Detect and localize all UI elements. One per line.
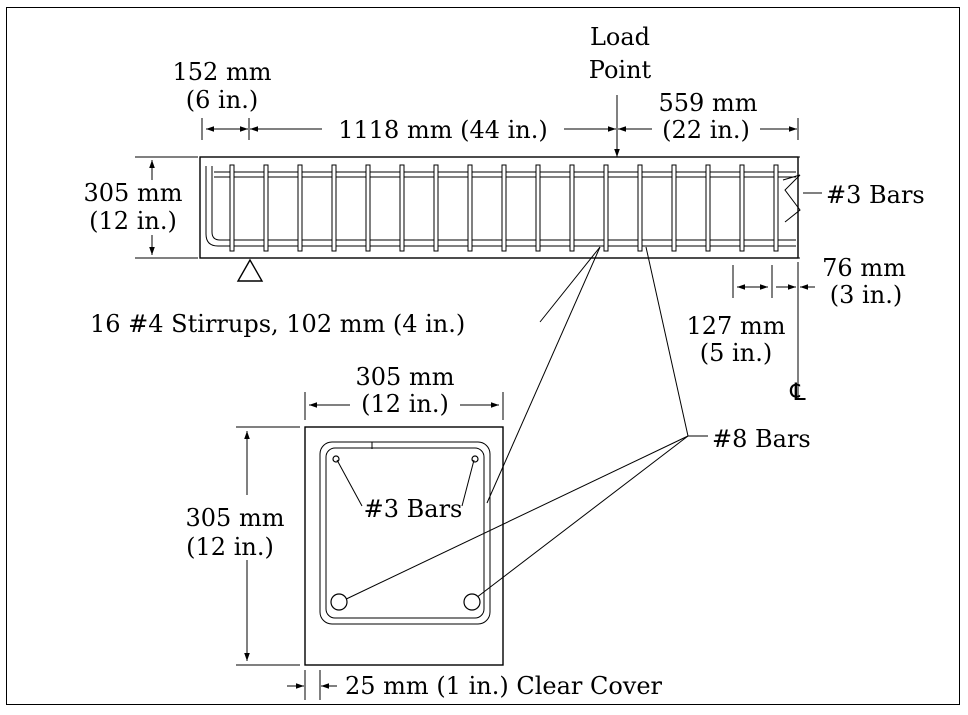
bars-3-leader bbox=[782, 174, 801, 223]
stirrup bbox=[297, 164, 303, 252]
dim-127-in: (5 in.) bbox=[700, 339, 772, 367]
dim-152-in: (6 in.) bbox=[186, 86, 258, 114]
section-bar-8-right bbox=[463, 593, 481, 611]
support-icon bbox=[236, 258, 264, 282]
stirrup bbox=[569, 164, 575, 252]
stirrup bbox=[399, 164, 405, 252]
clear-cover-label: 25 mm (1 in.) Clear Cover bbox=[345, 672, 663, 700]
dim-1118: 1118 mm (44 in.) bbox=[338, 116, 548, 144]
stirrups-elevation bbox=[229, 164, 779, 252]
cross-section-outline bbox=[304, 426, 504, 666]
stirrup bbox=[433, 164, 439, 252]
stirrup bbox=[705, 164, 711, 252]
dim-76-in: (3 in.) bbox=[830, 281, 902, 309]
stirrups-label: 16 #4 Stirrups, 102 mm (4 in.) bbox=[90, 310, 465, 338]
stirrup bbox=[229, 164, 235, 252]
dim-152-mm: 152 mm bbox=[173, 58, 272, 86]
section-bar-3-right bbox=[471, 455, 479, 463]
bars-3-label: #3 Bars bbox=[826, 181, 925, 209]
load-point-label-1: Load bbox=[590, 23, 650, 51]
stirrup bbox=[773, 164, 779, 252]
bottom-bar-elevation bbox=[211, 166, 796, 241]
section-bars-3-label: #3 Bars bbox=[364, 495, 463, 523]
stirrup bbox=[671, 164, 677, 252]
stirrup bbox=[603, 164, 609, 252]
section-height-mm: 305 mm bbox=[186, 504, 285, 532]
dim-305-mm: 305 mm bbox=[84, 179, 183, 207]
stirrup bbox=[637, 164, 643, 252]
load-point-label-2: Point bbox=[589, 56, 652, 84]
dim-559-in: (22 in.) bbox=[662, 116, 750, 144]
stirrup-leader bbox=[539, 246, 601, 323]
bars-8-label: #8 Bars bbox=[712, 425, 811, 453]
stirrup bbox=[467, 164, 473, 252]
stirrup bbox=[365, 164, 371, 252]
centerline-symbol: ℄ bbox=[789, 378, 806, 406]
section-height-in: (12 in.) bbox=[186, 533, 274, 561]
stirrup bbox=[535, 164, 541, 252]
stirrup bbox=[331, 164, 337, 252]
section-width-in: (12 in.) bbox=[361, 390, 449, 418]
section-width-mm: 305 mm bbox=[356, 363, 455, 391]
figure-frame bbox=[6, 7, 960, 705]
section-bar-8-left bbox=[330, 593, 348, 611]
dim-76-mm: 76 mm bbox=[822, 254, 906, 282]
stirrup bbox=[263, 164, 269, 252]
stirrup bbox=[739, 164, 745, 252]
dim-305-in: (12 in.) bbox=[89, 207, 177, 235]
dim-127-mm: 127 mm bbox=[687, 312, 786, 340]
stirrup bbox=[501, 164, 507, 252]
dim-559-mm: 559 mm bbox=[659, 89, 758, 117]
section-stirrup bbox=[319, 441, 491, 625]
